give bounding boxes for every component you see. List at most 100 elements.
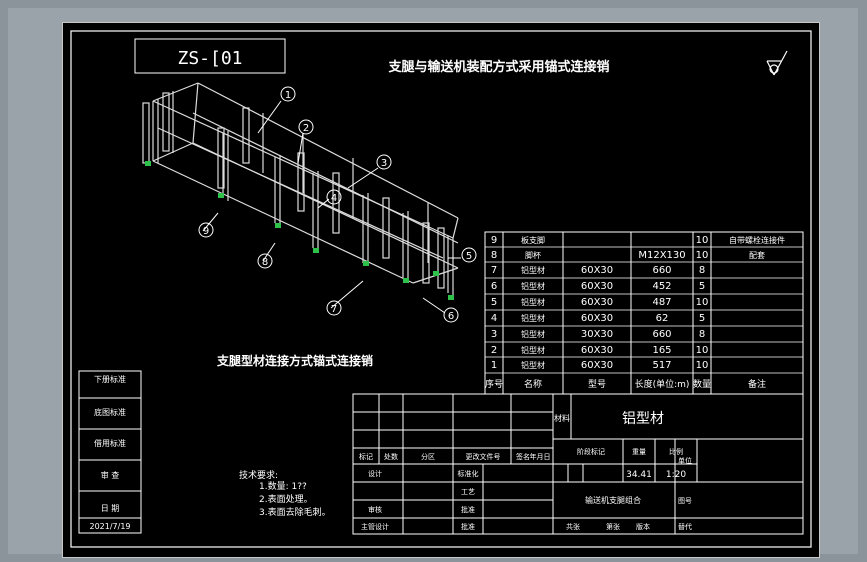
- bom-cell-name: 脚杯: [525, 250, 541, 260]
- callout-bubbles: 1 2 3 4 5 6 7 8 9: [198, 86, 477, 323]
- bom-cell-name: 铝型材: [521, 297, 545, 307]
- drawing-canvas: ZS-[01 支腿与输送机装配方式采用锚式连接销: [70, 30, 812, 548]
- bom-cell-spec: 60X30: [581, 297, 613, 308]
- svg-text:签名: 签名: [516, 452, 530, 461]
- svg-text:借用标准: 借用标准: [94, 438, 126, 448]
- bom-cell-qty: 10: [696, 360, 709, 371]
- main-title: 支腿与输送机装配方式采用锚式连接销: [387, 59, 609, 75]
- svg-text:图号: 图号: [678, 497, 692, 505]
- drawing-code: ZS-[01: [177, 48, 242, 69]
- bom-cell-len: 517: [652, 360, 671, 371]
- svg-text:底图标准: 底图标准: [94, 407, 126, 417]
- bom-cell-spec: 30X30: [581, 329, 613, 340]
- svg-text:1.数量: 1??: 1.数量: 1??: [259, 480, 307, 492]
- bom-cell-len: 660: [652, 265, 671, 276]
- bom-cell-no: 8: [491, 250, 497, 261]
- material-value: 铝型材: [622, 411, 664, 427]
- bom-cell-note: 自带螺栓连接件: [729, 235, 785, 245]
- svg-text:4: 4: [331, 193, 337, 204]
- svg-text:更改文件号: 更改文件号: [466, 452, 501, 461]
- bom-cell-no: 6: [491, 281, 497, 292]
- bom-cell-len: 660: [652, 329, 671, 340]
- isometric-frame: [142, 82, 459, 298]
- bom-row: 5 铝型材 60X30 487 10: [491, 297, 709, 308]
- bom-cell-len: 165: [652, 345, 671, 356]
- svg-text:年月日: 年月日: [530, 452, 551, 461]
- bom-cell-spec: 60X30: [581, 360, 613, 371]
- bom-cell-len: M12X130: [638, 250, 685, 261]
- svg-text:技术要求:: 技术要求:: [239, 469, 278, 481]
- svg-text:备注: 备注: [748, 378, 766, 390]
- bom-cell-len: 487: [652, 297, 671, 308]
- svg-text:型号: 型号: [588, 379, 606, 390]
- bom-cell-qty: 8: [699, 265, 705, 276]
- bom-cell-name: 铝型材: [521, 265, 545, 275]
- svg-text:设计: 设计: [368, 469, 382, 478]
- bom-row: 1 铝型材 60X30 517 10: [491, 360, 709, 371]
- svg-text:下册标准: 下册标准: [94, 374, 126, 384]
- bom-cell-len: 62: [656, 313, 669, 324]
- code-box: [134, 38, 286, 74]
- bom-cell-name: 铝型材: [521, 345, 545, 355]
- svg-text:比例: 比例: [669, 447, 683, 456]
- svg-text:3: 3: [381, 158, 387, 169]
- bom-cell-spec: 60X30: [581, 281, 613, 292]
- callout-leaders: [202, 100, 461, 314]
- bom-cell-qty: 10: [696, 345, 709, 356]
- svg-text:审核: 审核: [368, 505, 382, 514]
- svg-text:标记: 标记: [359, 452, 373, 461]
- svg-text:3.表面去除毛刺。: 3.表面去除毛刺。: [259, 506, 331, 518]
- left-column-table: 下册标准 底图标准 借用标准 审 查 日 期 2021/7/19: [78, 370, 142, 534]
- bom-cell-name: 铝型材: [521, 360, 545, 370]
- bom-cell-no: 5: [491, 297, 497, 308]
- svg-text:分区: 分区: [421, 452, 435, 461]
- weight-value: 34.41: [626, 470, 652, 480]
- svg-text:单位: 单位: [678, 456, 692, 465]
- svg-text:2.表面处理。: 2.表面处理。: [259, 493, 313, 505]
- bom-cell-qty: 5: [699, 313, 705, 324]
- svg-text:共张: 共张: [566, 522, 580, 531]
- bom-cell-qty: 8: [699, 329, 705, 340]
- title-block: 材料 铝型材 标记 处数 分区 更改文件号 签名 年月日 设计 审核 主管设计 …: [352, 393, 804, 535]
- bom-cell-name: 铝型材: [521, 329, 545, 339]
- svg-text:阶段标记: 阶段标记: [577, 447, 605, 456]
- svg-text:处数: 处数: [384, 452, 398, 461]
- bom-cell-qty: 10: [696, 250, 709, 261]
- bom-row-lines: [485, 246, 803, 374]
- svg-text:数量: 数量: [693, 378, 711, 390]
- drawing-sheet: ZS-[01 支腿与输送机装配方式采用锚式连接销: [62, 22, 820, 558]
- bom-cell-spec: 60X30: [581, 265, 613, 276]
- svg-text:名称: 名称: [524, 378, 542, 390]
- svg-text:重量: 重量: [632, 448, 646, 456]
- bom-cell-name: 铝型材: [521, 281, 545, 291]
- bom-cell-spec: 60X30: [581, 345, 613, 356]
- bom-row: 2 铝型材 60X30 165 10: [491, 345, 709, 356]
- bom-cell-spec: 60X30: [581, 313, 613, 324]
- svg-text:第张: 第张: [606, 522, 620, 531]
- bom-cell-no: 1: [491, 360, 497, 371]
- svg-text:材料: 材料: [554, 413, 570, 423]
- bom-cell-no: 2: [491, 345, 497, 356]
- bom-cell-qty: 10: [696, 297, 709, 308]
- svg-text:长度(单位:m): 长度(单位:m): [635, 378, 690, 390]
- svg-text:工艺: 工艺: [461, 488, 475, 496]
- tech-requirements: 技术要求: 1.数量: 1?? 2.表面处理。 3.表面去除毛刺。: [239, 469, 331, 518]
- svg-text:8: 8: [262, 257, 268, 268]
- svg-text:1: 1: [285, 90, 291, 101]
- bom-cell-qty: 10: [696, 235, 709, 246]
- bom-cell-name: 板支脚: [521, 235, 545, 245]
- svg-text:批准: 批准: [461, 522, 475, 531]
- svg-text:替代: 替代: [678, 522, 692, 531]
- subtitle: 支腿型材连接方式锚式连接销: [216, 353, 373, 368]
- svg-text:5: 5: [466, 251, 472, 262]
- date: 2021/7/19: [89, 522, 130, 531]
- surface-finish-icon: [766, 50, 788, 76]
- cad-viewport[interactable]: ZS-[01 支腿与输送机装配方式采用锚式连接销: [8, 8, 858, 558]
